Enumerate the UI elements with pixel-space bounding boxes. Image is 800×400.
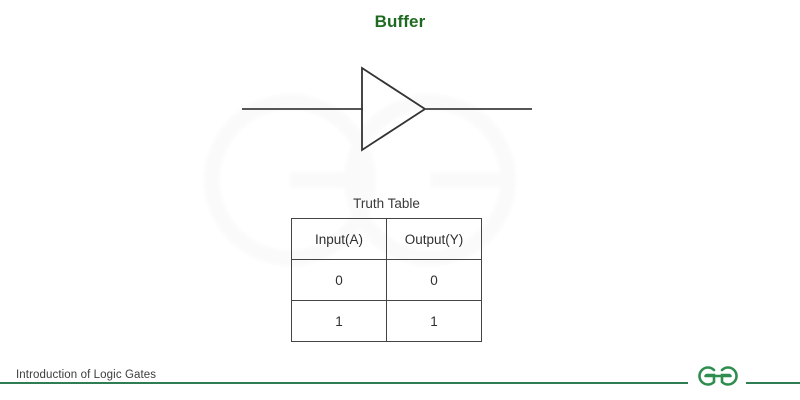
footer-rule-left — [0, 382, 688, 384]
cell-input-a: 1 — [291, 300, 387, 342]
truth-table: Input(A) Output(Y) 0 0 1 1 — [291, 218, 482, 342]
table-row: 1 1 — [291, 300, 482, 342]
truth-table-block: Truth Table Input(A) Output(Y) 0 0 1 1 — [291, 196, 482, 342]
page-title: Buffer — [374, 12, 426, 31]
buffer-triangle-icon — [361, 66, 427, 152]
footer-rule-right — [746, 382, 800, 384]
column-header-input: Input(A) — [291, 218, 387, 260]
cell-output-y: 1 — [386, 300, 482, 342]
truth-table-caption: Truth Table — [353, 196, 420, 211]
cell-input-a: 0 — [291, 259, 387, 301]
cell-output-y: 0 — [386, 259, 482, 301]
table-row: 0 0 — [291, 259, 482, 301]
geeksforgeeks-logo-icon — [692, 360, 744, 390]
buffer-gate-diagram — [232, 58, 544, 162]
footer-label: Introduction of Logic Gates — [16, 369, 157, 381]
column-header-output: Output(Y) — [386, 218, 482, 260]
table-header-row: Input(A) Output(Y) — [291, 218, 482, 260]
